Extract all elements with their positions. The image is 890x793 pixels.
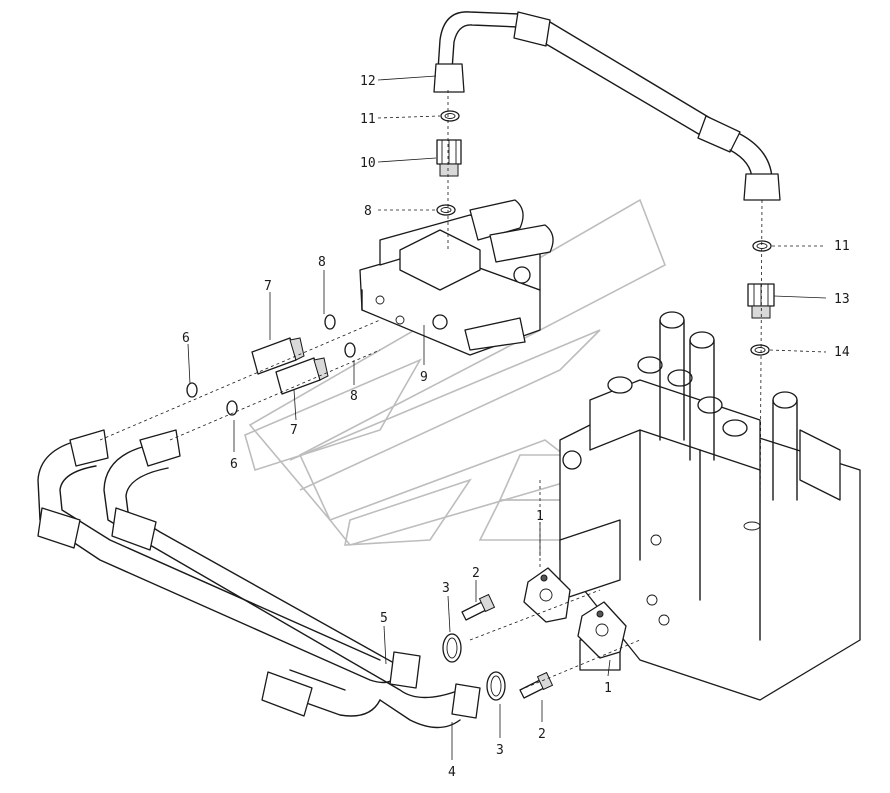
callout-leaders bbox=[187, 75, 827, 760]
callout-14: 14 bbox=[834, 345, 850, 360]
o-ring-8-top bbox=[436, 204, 456, 216]
callout-8-top: 8 bbox=[364, 204, 372, 219]
main-control-valve bbox=[559, 311, 861, 701]
callout-2-upper: 2 bbox=[472, 566, 480, 581]
callout-6-upper: 6 bbox=[182, 331, 190, 346]
callout-5: 5 bbox=[380, 611, 388, 626]
callout-6-lower: 6 bbox=[230, 457, 238, 472]
callout-labels: 12 11 10 8 11 13 14 8 7 9 8 6 7 6 1 3 2 … bbox=[182, 74, 850, 780]
adapter-13 bbox=[747, 283, 775, 319]
washer-6-upper bbox=[186, 382, 198, 398]
callout-8-low: 8 bbox=[350, 389, 358, 404]
callout-9: 9 bbox=[420, 370, 428, 385]
bolt-2-lower bbox=[519, 671, 554, 699]
adapter-10 bbox=[436, 139, 462, 177]
o-ring-3-upper bbox=[442, 633, 462, 663]
bolt-2-upper bbox=[461, 593, 496, 621]
callout-1-upper: 1 bbox=[536, 509, 544, 524]
callout-7-lower: 7 bbox=[290, 423, 298, 438]
washer-6-lower bbox=[226, 400, 238, 416]
split-flange-lower bbox=[577, 601, 627, 659]
callout-11-left: 11 bbox=[360, 112, 376, 127]
callout-1-lower: 1 bbox=[604, 681, 612, 696]
split-flange-upper bbox=[523, 567, 571, 623]
callout-3-upper: 3 bbox=[442, 581, 450, 596]
callout-8-mid: 8 bbox=[318, 255, 326, 270]
connector-7-lower bbox=[275, 357, 329, 395]
o-ring-11-left bbox=[440, 110, 460, 122]
callout-2-lower: 2 bbox=[538, 727, 546, 742]
pilot-valve-block bbox=[359, 199, 554, 356]
callout-4: 4 bbox=[448, 765, 456, 780]
upper-pipe bbox=[433, 11, 781, 201]
pipe-assembly bbox=[37, 429, 481, 729]
washer-8-mid bbox=[324, 314, 336, 330]
callout-7-upper: 7 bbox=[264, 279, 272, 294]
callout-12: 12 bbox=[360, 74, 376, 89]
callout-11-right: 11 bbox=[834, 239, 850, 254]
o-ring-14 bbox=[750, 344, 770, 356]
washer-8-low bbox=[344, 342, 356, 358]
o-ring-3-lower bbox=[486, 671, 506, 701]
callout-3-lower: 3 bbox=[496, 743, 504, 758]
callout-10: 10 bbox=[360, 156, 376, 171]
callout-13: 13 bbox=[834, 292, 850, 307]
